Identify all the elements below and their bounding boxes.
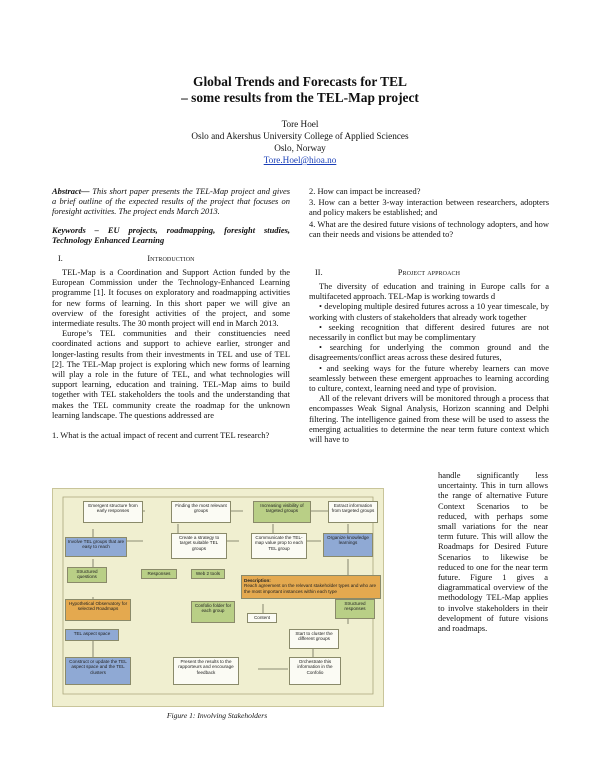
approach-text: The diversity of education and training … — [309, 281, 549, 444]
bullet-3: • searching for underlying the common gr… — [309, 342, 549, 363]
title-line-1: Global Trends and Forecasts for TEL — [193, 74, 407, 89]
description-text: Reach agreement on the relevant stakehol… — [244, 583, 377, 594]
box-involve-groups: Involve TEL groups that are easy to reac… — [65, 537, 127, 557]
paragraph-4-continued: handle significantly less uncertainty. T… — [438, 470, 548, 634]
affiliation: Oslo and Akershus University College of … — [191, 131, 409, 141]
box-hypothetical-observatory: Hypothetical Observatory for selected Ro… — [65, 599, 131, 621]
box-structured-questions: Structured questions — [67, 567, 107, 583]
figure-caption: Figure 1: Involving Stakeholders — [166, 711, 268, 720]
paragraph-4: All of the relevant drivers will be moni… — [309, 393, 549, 445]
section-2-heading: II. Project approach — [315, 268, 543, 278]
box-description: Description: Reach agreement on the rele… — [241, 575, 381, 599]
box-content: Content — [247, 613, 277, 623]
keywords-label: Keywords – — [52, 225, 99, 235]
box-responses: Responses — [141, 569, 177, 579]
box-orchestrate: Orchestrate this information in the Conf… — [289, 657, 341, 685]
bullet-4: • and seeking ways for the future whereb… — [309, 362, 549, 394]
box-present-results: Present the results to the rapporteurs a… — [173, 657, 239, 685]
paragraph-3: The diversity of education and training … — [309, 281, 549, 302]
email-wrap: Tore.Hoel@hioa.no — [0, 155, 600, 166]
box-confolio-folder: Confolio folder for each group — [191, 601, 235, 623]
paragraph-1: TEL-Map is a Coordination and Support Ac… — [52, 267, 290, 329]
section-2-title: Project approach — [397, 268, 461, 277]
bullet-2: • seeking recognition that different des… — [309, 321, 549, 343]
figure-connectors — [62, 496, 374, 695]
box-structured-responses: Structured responses — [335, 599, 375, 619]
section-1-heading: I. Introduction — [58, 254, 284, 264]
abstract-label: Abstract— — [52, 186, 90, 196]
question-3: 3. How can a better 3-way interaction be… — [309, 197, 549, 218]
box-organize-knowledge: Organize knowledge learnings — [323, 533, 373, 557]
box-tel-aspect-space: TEL aspect space — [65, 629, 119, 641]
abstract: Abstract— This short paper presents the … — [52, 186, 290, 217]
question-1: 1. What is the actual impact of recent a… — [52, 430, 270, 441]
keywords-text: EU projects, roadmapping, foresight stud… — [52, 225, 290, 246]
email-link[interactable]: Tore.Hoel@hioa.no — [263, 155, 337, 165]
bullet-1: • developing multiple desired futures ac… — [309, 301, 549, 322]
section-1-number: I. — [58, 254, 63, 263]
box-finding-groups: Finding the most relevant groups — [171, 501, 231, 523]
box-construct-update: Construct or update the TEL aspect space… — [65, 657, 131, 685]
box-web2-tools: Web 2 tools — [191, 569, 225, 579]
abstract-text: This short paper presents the TEL-Map pr… — [52, 186, 290, 217]
location: Oslo, Norway — [274, 143, 326, 153]
question-2: 2. How can impact be increased? — [309, 186, 421, 196]
section-2-number: II. — [315, 268, 323, 277]
box-communicate: Communicate the TEL-map value prop to ea… — [251, 533, 307, 559]
intro-text: TEL-Map is a Coordination and Support Ac… — [52, 267, 290, 440]
question-4: 4. What are the desired future visions o… — [309, 218, 549, 239]
box-extract-information: Extract information from targeted groups — [328, 501, 378, 523]
keywords: Keywords – EU projects, roadmapping, for… — [52, 225, 290, 245]
box-emergent-structure: Emergent structure from early responses — [83, 501, 143, 523]
paragraph-2: Europe’s TEL communities and their const… — [52, 328, 290, 420]
description-label: Description: — [244, 578, 271, 583]
box-start-cluster: Start to cluster the different groups — [289, 629, 339, 649]
figure-1-diagram: Emergent structure from early responses … — [52, 488, 384, 707]
author: Tore Hoel — [281, 119, 319, 129]
box-increasing-visibility: Increasing visibility of targeted groups — [253, 501, 311, 523]
title-line-2: – some results from the TEL-Map project — [181, 90, 419, 105]
questions-right: 2. How can impact be increased? 3. How c… — [309, 186, 549, 239]
box-create-strategy: Create a strategy to target suitable TEL… — [171, 533, 227, 559]
section-1-title: Introduction — [147, 254, 195, 263]
